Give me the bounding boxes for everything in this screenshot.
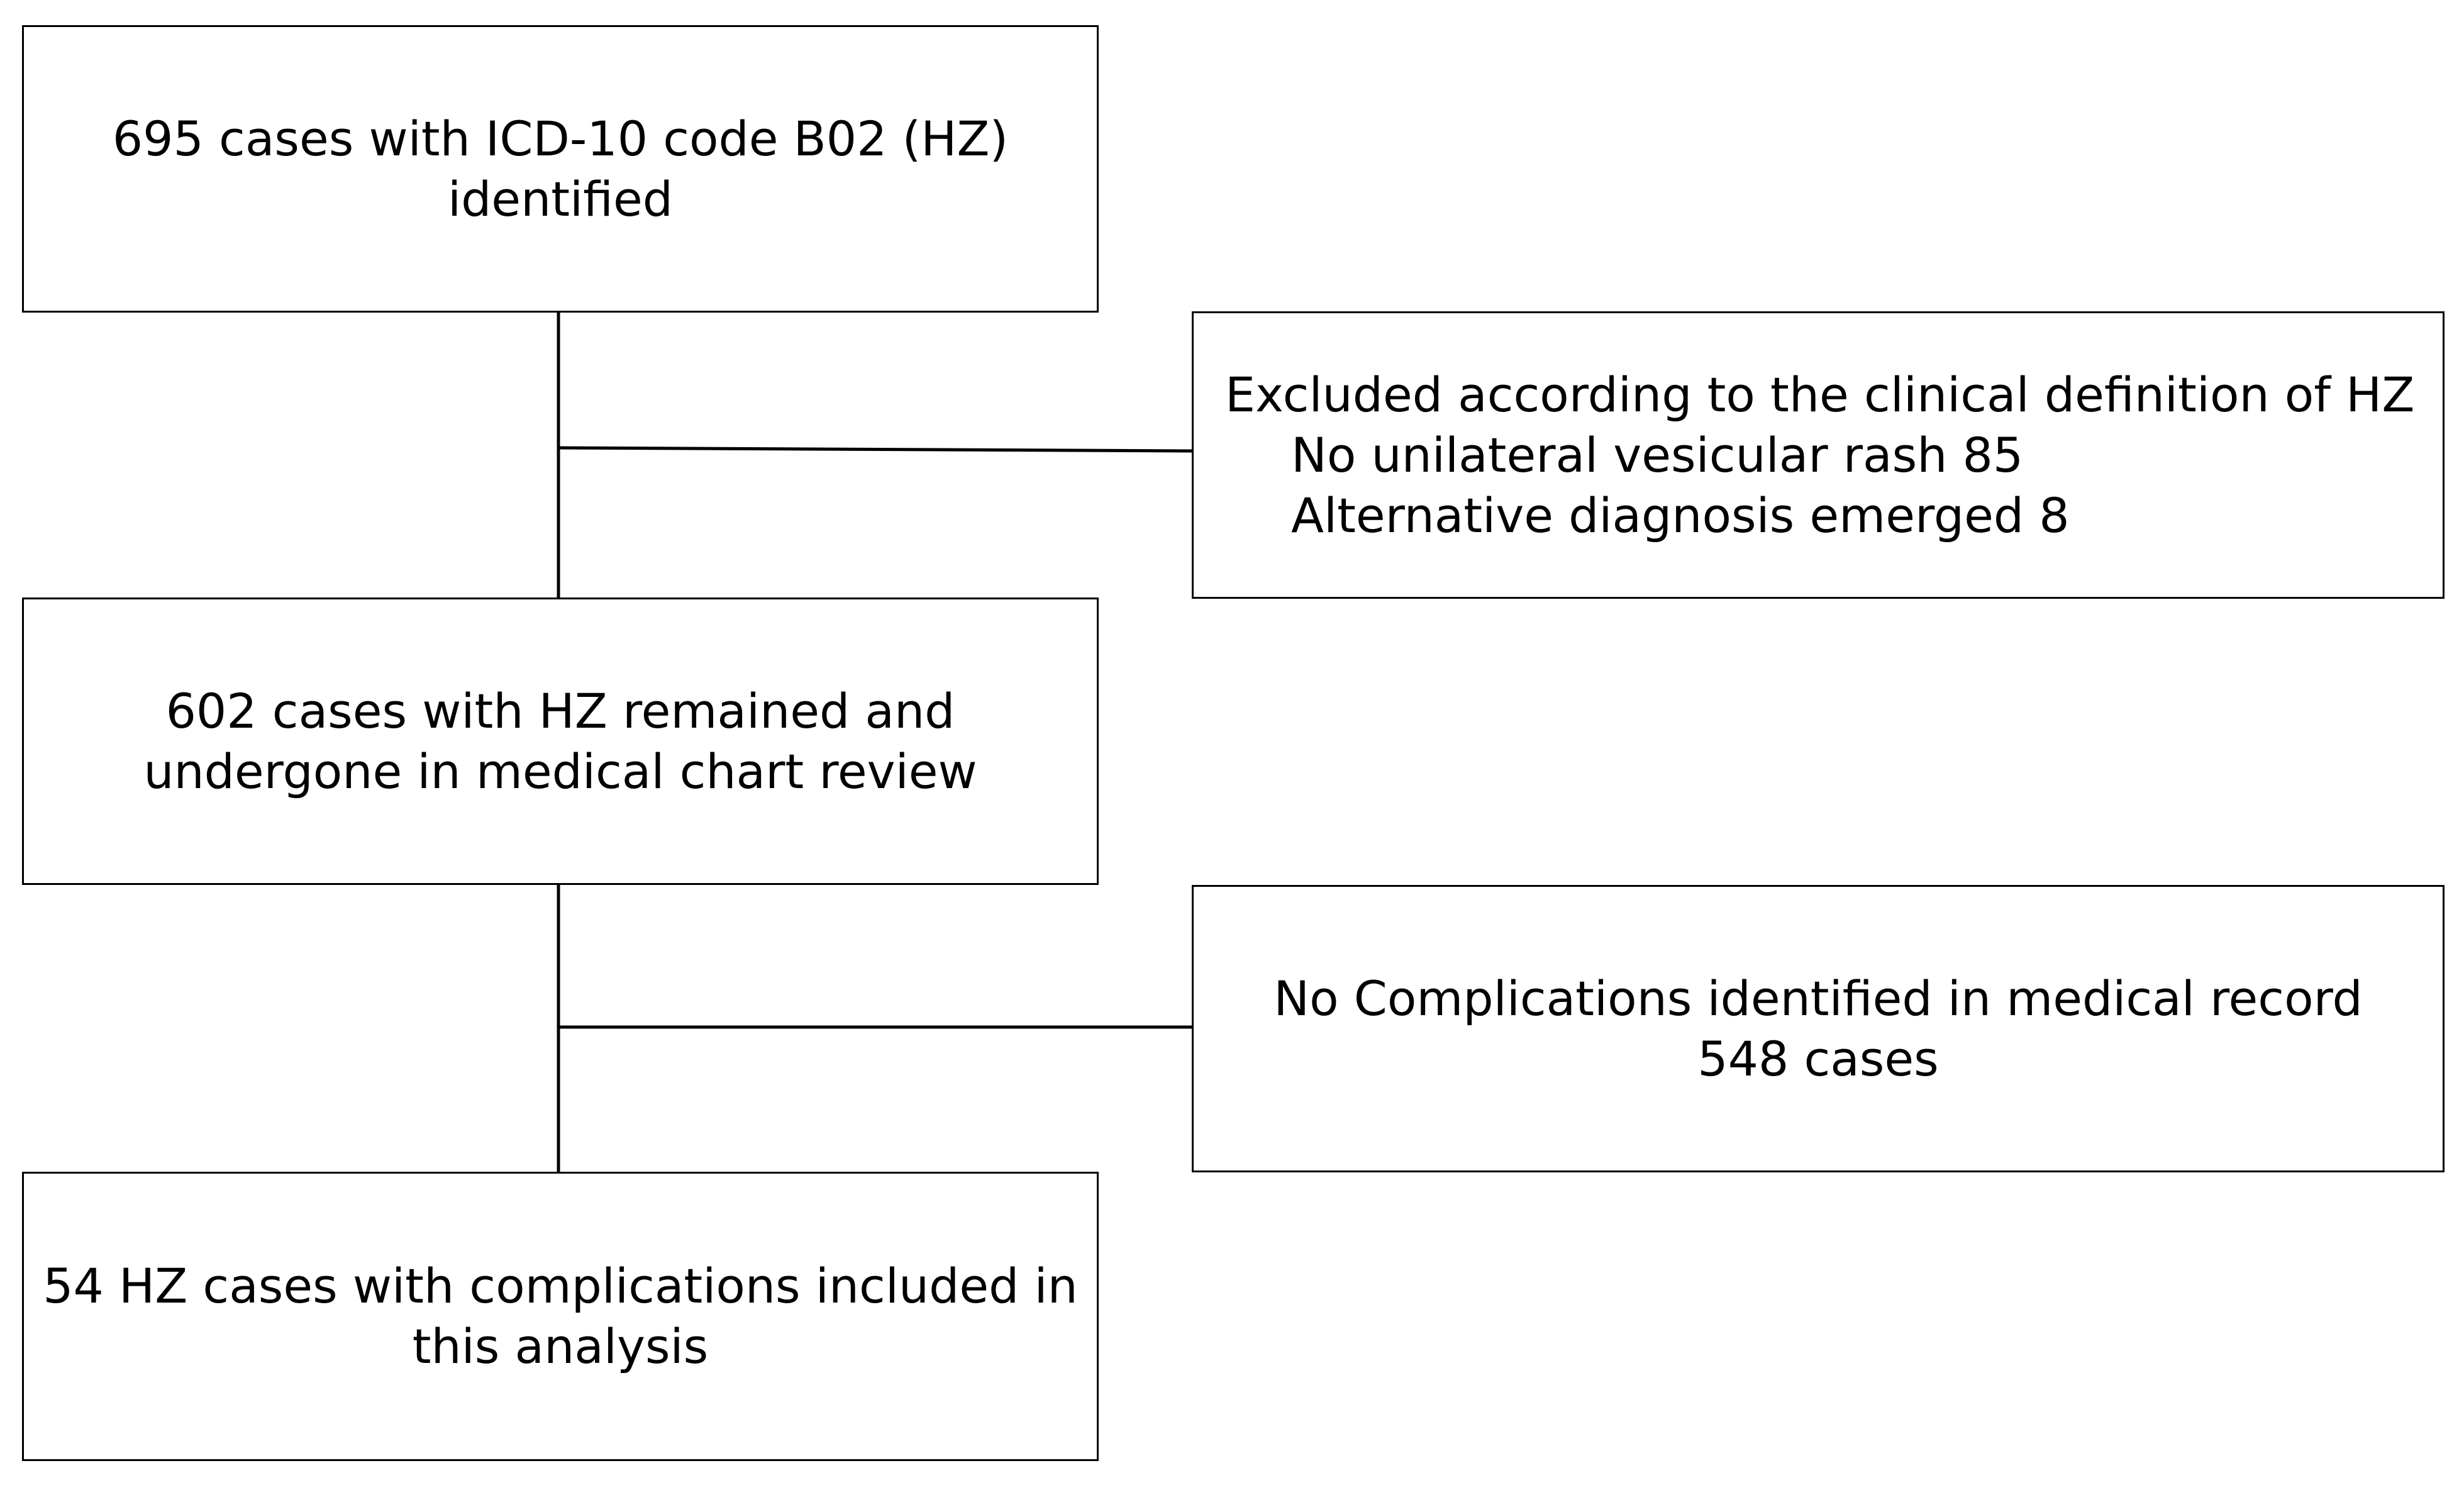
remained-line-2: undergone in medical chart review [143, 743, 977, 799]
remained-line-1: 602 cases with HZ remained and [165, 682, 955, 739]
box-identified-cases: 695 cases with ICD-10 code B02 (HZ) iden… [22, 25, 1099, 313]
box-included-cases: 54 HZ cases with complications included … [22, 1172, 1099, 1461]
box-no-complications: No Complications identified in medical r… [1192, 885, 2445, 1172]
excluded-item-no-rash: No unilateral vesicular rash 85 [1291, 426, 2024, 483]
no-complications-line-2: 548 cases [1697, 1030, 1939, 1087]
excluded-item-alternative-diagnosis: Alternative diagnosis emerged 8 [1291, 487, 2070, 543]
no-complications-line-1: No Complications identified in medical r… [1274, 970, 2363, 1026]
box-remained-cases: 602 cases with HZ remained and undergone… [22, 598, 1099, 885]
connector-to-excluded [558, 446, 1192, 453]
box-excluded-cases: Excluded according to the clinical defin… [1192, 311, 2445, 599]
included-line-2: this analysis [412, 1318, 709, 1374]
identified-line-2: identified [447, 170, 674, 227]
excluded-heading: Excluded according to the clinical defin… [1225, 366, 2415, 423]
identified-line-1: 695 cases with ICD-10 code B02 (HZ) [112, 110, 1009, 167]
included-line-1: 54 HZ cases with complications included … [43, 1258, 1078, 1314]
